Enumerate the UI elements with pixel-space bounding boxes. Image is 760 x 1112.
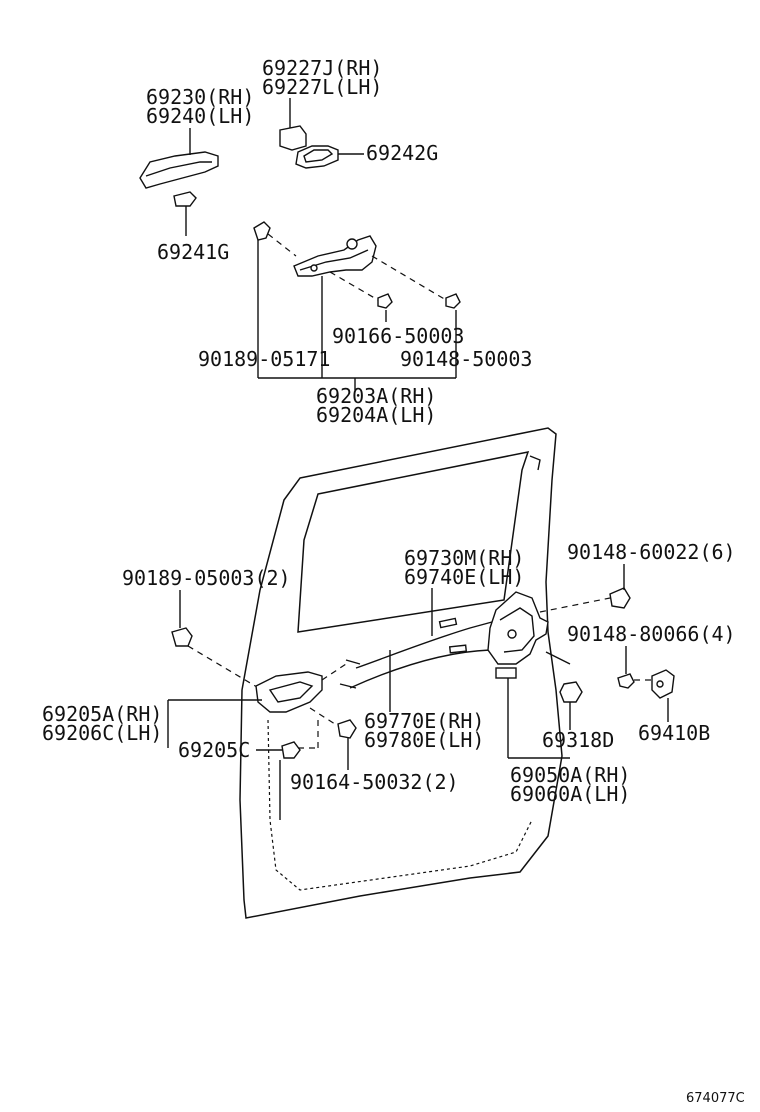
inside-handle-part [255,671,323,713]
label-69205c: 69205C [178,738,250,762]
lock-mechanism-group [339,564,675,759]
label-69227j: 69227J(RH) [262,56,382,80]
handle-pad-part [173,191,197,207]
screw-part [253,221,271,241]
label-69740e: 69740E(LH) [404,565,524,589]
handle-cover-part [281,741,301,759]
label-90189-05171: 90189-05171 [198,347,330,371]
part-labels: 69227J(RH) 69227L(LH) 69230(RH) 69240(LH… [42,56,745,1106]
outside-handle-group [139,98,461,390]
screw-part [337,719,357,739]
label-69780e: 69780E(LH) [364,728,484,752]
screw-part [377,293,393,309]
label-69206c: 69206C(LH) [42,721,162,745]
label-69227l: 69227L(LH) [262,75,382,99]
label-69770e: 69770E(RH) [364,709,484,733]
handle-cap-part [279,125,307,151]
label-69730m: 69730M(RH) [404,546,524,570]
label-69242g: 69242G [366,141,438,165]
figure-reference-code: 674077C [686,1091,745,1106]
label-90148-80066: 90148-80066(4) [567,622,736,646]
lock-rod-part [495,667,517,679]
label-69203a: 69203A(RH) [316,384,436,408]
label-69050a: 69050A(RH) [510,763,630,787]
screw-part [445,293,461,309]
label-90164-50032: 90164-50032(2) [290,770,459,794]
label-69205a: 69205A(RH) [42,702,162,726]
label-90166-50003: 90166-50003 [332,324,464,348]
label-69240: 69240(LH) [146,104,254,128]
inside-handle-group [167,590,357,820]
screw-part [617,673,635,689]
label-90189-05003: 90189-05003(2) [122,566,291,590]
clip-part [171,627,193,647]
label-69241g: 69241G [157,240,229,264]
label-69230: 69230(RH) [146,85,254,109]
screw-part [609,587,631,609]
lock-cushion-part [559,681,583,703]
door-lock-assembly-part [487,591,549,665]
label-69060a: 69060A(LH) [510,782,630,806]
label-90148-50003: 90148-50003 [400,347,532,371]
label-69410b: 69410B [638,721,710,745]
door-outline: 69227J(RH) 69227L(LH) 69230(RH) 69240(LH… [42,56,745,1106]
label-69204a: 69204A(LH) [316,403,436,427]
handle-frame-part [293,235,377,277]
label-69318d: 69318D [542,728,614,752]
label-90148-60022: 90148-60022(6) [567,540,736,564]
outside-handle-part [139,151,219,189]
